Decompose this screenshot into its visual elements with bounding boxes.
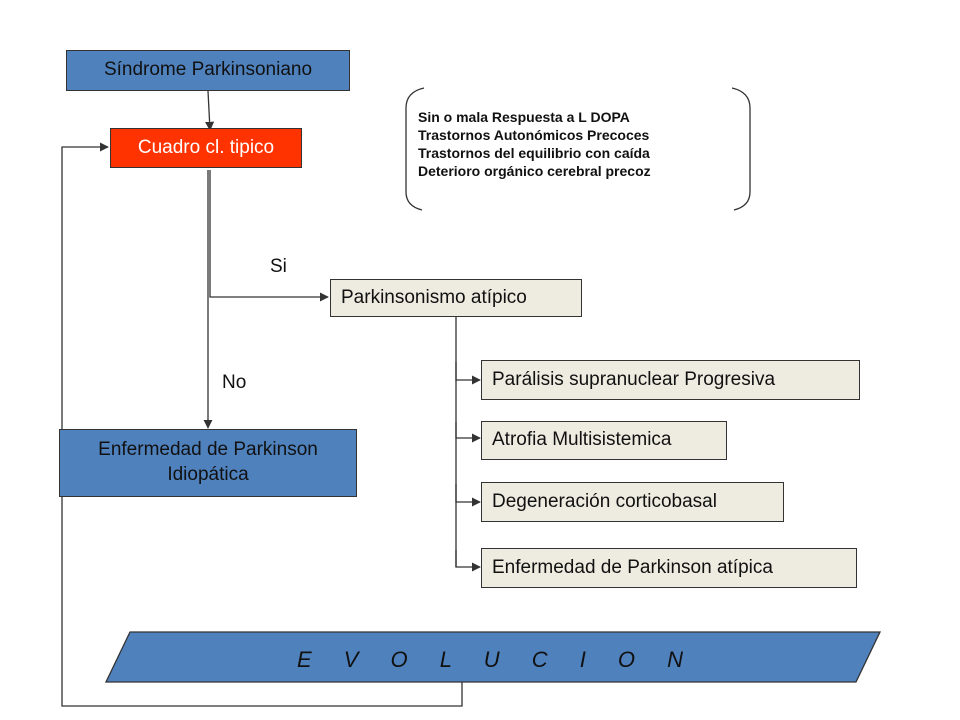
arrow-to-dcb	[455, 484, 481, 507]
enfermedad-parkinson-idiopatica-box: Enfermedad de Parkinson Idiopática	[59, 429, 357, 497]
sindrome-parkinsoniano-box: Síndrome Parkinsoniano	[66, 50, 350, 91]
criteria-item: Trastornos Autonómicos Precoces	[418, 127, 650, 143]
arrow-to-psp	[455, 362, 481, 385]
criteria-right-bracket	[731, 87, 751, 211]
dcb-box: Degeneración corticobasal	[481, 482, 784, 522]
psp-box: Parálisis supranuclear Progresiva	[481, 360, 860, 400]
arrow-evolucion-loop	[61, 142, 463, 707]
no-label: No	[222, 372, 247, 393]
ams-box: Atrofia Multisistemica	[481, 421, 727, 460]
evolucion-text: E V O L U C I O N	[296, 647, 684, 672]
si-label: Si	[270, 256, 287, 277]
idiopatica-line2: Idiopática	[167, 464, 249, 485]
arrow-cuadro-to-atipico	[209, 170, 329, 302]
criteria-list: Sin o mala Respuesta a L DOPA Trastornos…	[418, 108, 651, 180]
epa-box: Enfermedad de Parkinson atípica	[481, 548, 857, 588]
arrow-sindrome-to-cuadro	[205, 90, 215, 131]
parkinsonismo-atipico-box: Parkinsonismo atípico	[330, 279, 582, 317]
evolucion-banner	[104, 631, 882, 683]
criteria-item: Trastornos del equilibrio con caída	[418, 145, 650, 161]
idiopatica-line1: Enfermedad de Parkinson	[98, 439, 318, 461]
criteria-left-bracket	[405, 87, 425, 211]
criteria-item: Sin o mala Respuesta a L DOPA	[418, 109, 630, 125]
arrow-to-epa	[455, 550, 481, 572]
arrow-to-ams	[455, 422, 481, 443]
cuadro-clinico-tipico-box: Cuadro cl. tipico	[110, 128, 302, 168]
criteria-item: Deterioro orgánico cerebral precoz	[418, 163, 651, 179]
